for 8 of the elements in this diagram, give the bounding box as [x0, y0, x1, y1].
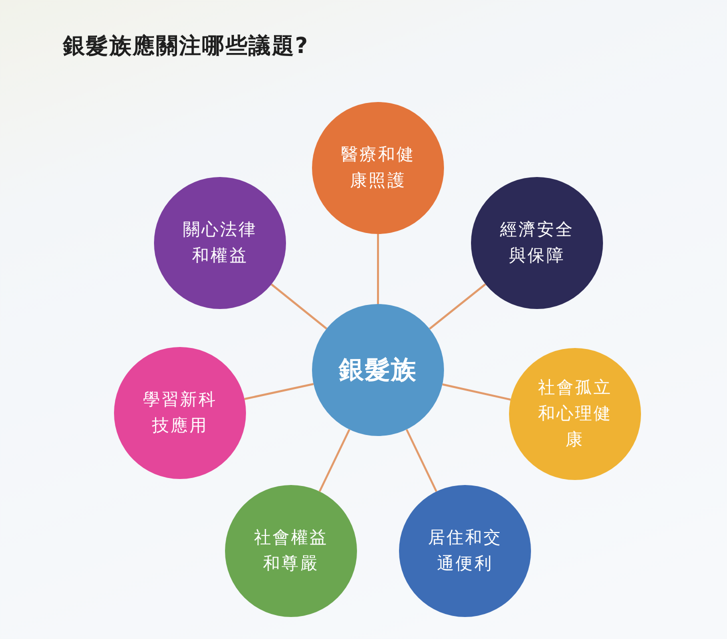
- connector-line: [406, 429, 438, 492]
- title: 銀髮族應關注哪些議題?: [63, 33, 309, 61]
- connector-line: [428, 283, 486, 330]
- connector-line: [270, 284, 328, 330]
- connector-line: [318, 429, 350, 492]
- connector-line: [442, 383, 511, 401]
- connector-line: [244, 383, 314, 400]
- connector-line: [377, 234, 379, 304]
